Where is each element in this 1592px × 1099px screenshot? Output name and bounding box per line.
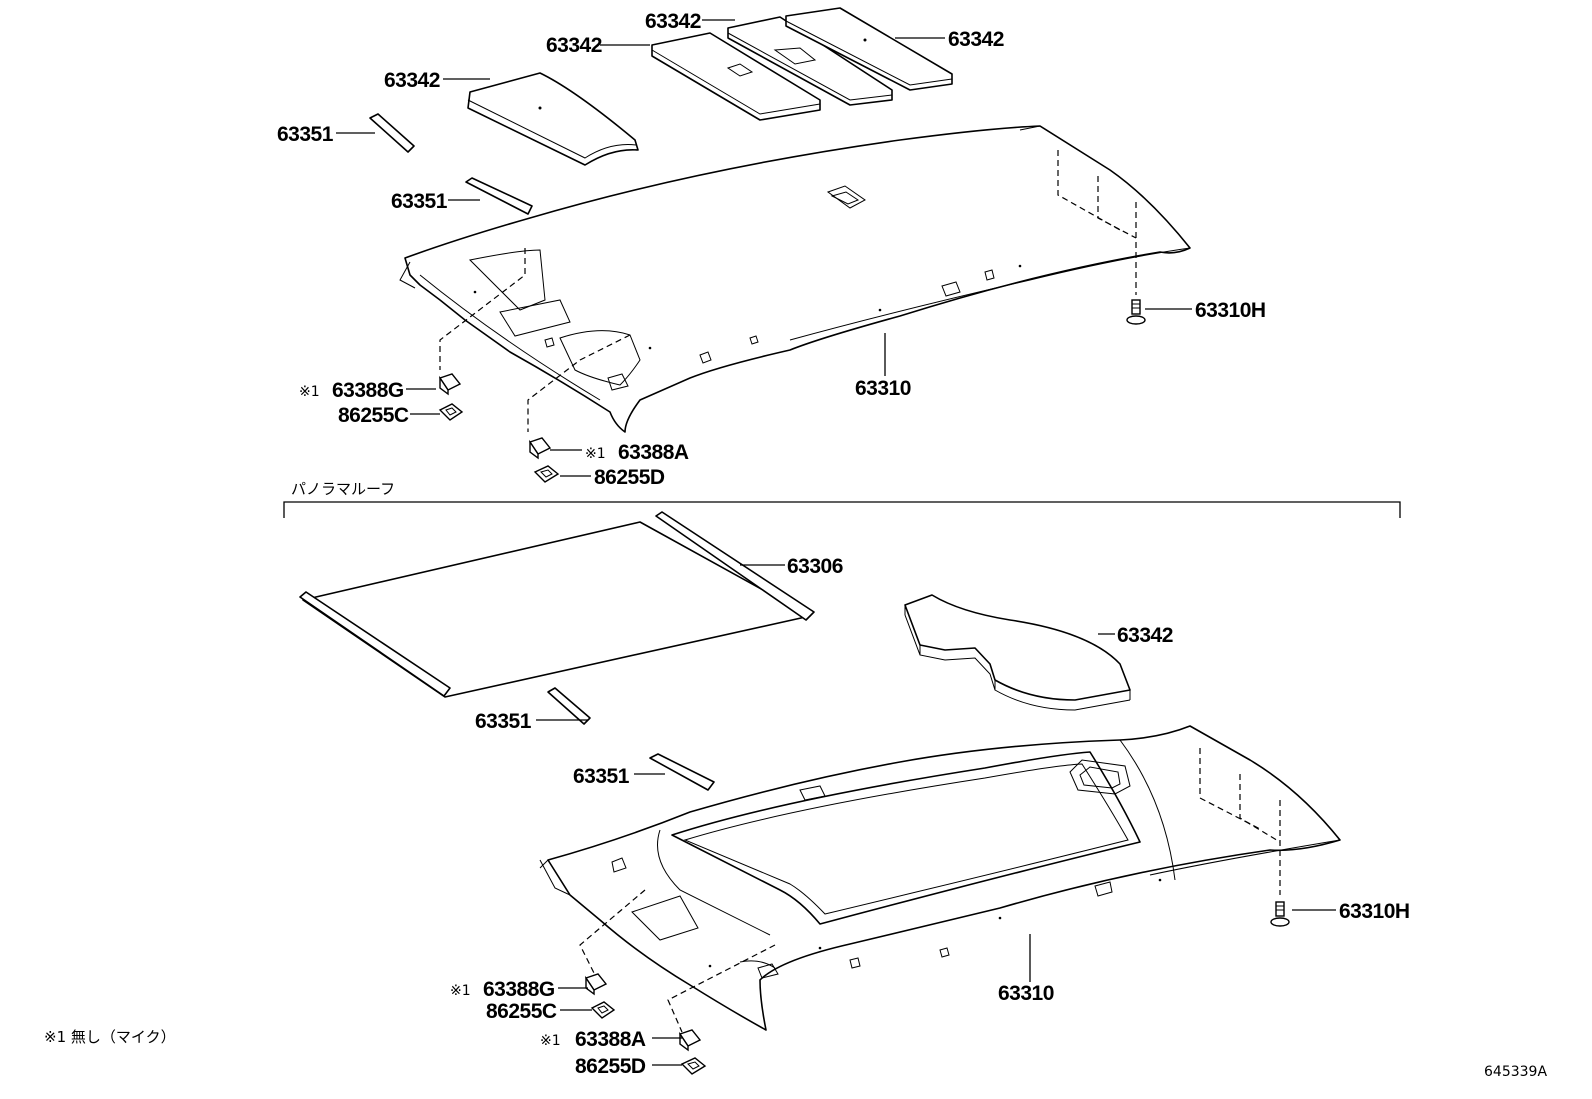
label-63351-top-upper: 63351: [277, 123, 334, 146]
pad-63342-rear-left: [467, 72, 639, 166]
strip-63351-lower: [465, 177, 533, 215]
clip-86255D-top: [533, 465, 560, 483]
label-86255C-bottom: 86255C: [486, 1000, 557, 1023]
strip-63351-upper: [369, 113, 415, 153]
strip-63351-bottom-upper: [547, 687, 591, 725]
bottom-assembly: 63306 63342 63351 63351 63310H 63310 ※1 …: [299, 511, 1410, 1078]
footnote: ※1 無し（マイク）: [44, 1028, 176, 1046]
pad-63342-bottom: [904, 594, 1131, 711]
label-63342-top-right: 63342: [948, 28, 1004, 51]
note-mark-63388A-bottom: ※1: [540, 1033, 561, 1049]
clip-63388A-bottom: [678, 1029, 702, 1052]
screw-63310H-top: [1126, 299, 1146, 325]
label-63351-bottom-upper: 63351: [475, 710, 532, 733]
label-63351-bottom-lower: 63351: [573, 765, 630, 788]
pad-63342-middle: [727, 16, 893, 106]
clip-63388G-top: [438, 373, 462, 396]
clip-86255C-bottom: [590, 1001, 616, 1019]
roof-shade-63306: [299, 511, 815, 698]
headliner-63310-top: [399, 125, 1191, 433]
label-63342-bottom: 63342: [1117, 624, 1173, 647]
label-63310-bottom: 63310: [998, 982, 1054, 1005]
note-mark-63388A-top: ※1: [585, 446, 606, 462]
label-63351-top-lower: 63351: [391, 190, 448, 213]
section-title: パノラマルーフ: [291, 480, 395, 498]
label-86255D-bottom: 86255D: [575, 1055, 646, 1078]
label-63388A-top: 63388A: [618, 441, 689, 464]
diagram-id: 645339A: [1484, 1064, 1547, 1080]
clip-86255C-top: [438, 403, 464, 421]
label-86255D-top: 86255D: [594, 466, 665, 489]
label-63306: 63306: [787, 555, 843, 578]
pad-63342-center: [651, 32, 821, 121]
label-63342-top-rear: 63342: [384, 69, 440, 92]
pad-63342-front: [785, 7, 953, 91]
label-63388G-bottom: 63388G: [483, 978, 555, 1001]
label-63310H-bottom: 63310H: [1339, 900, 1410, 923]
screw-63310H-bottom: [1270, 901, 1290, 927]
top-assembly: 63342 63342 63342 63342 63351 63351 6331…: [277, 7, 1266, 489]
strip-63351-bottom-lower: [649, 753, 715, 791]
panorama-roof-section: パノラマルーフ: [283, 480, 1401, 518]
label-63388A-bottom: 63388A: [575, 1028, 646, 1051]
label-86255C-top: 86255C: [338, 404, 409, 427]
note-mark-63388G-top: ※1: [299, 384, 320, 400]
label-63342-top-left: 63342: [546, 34, 602, 57]
label-63388G-top: 63388G: [332, 379, 404, 402]
clip-86255D-bottom: [680, 1057, 707, 1075]
label-63310-top: 63310: [855, 377, 911, 400]
clip-63388A-top: [528, 437, 552, 460]
label-63342-top-center: 63342: [645, 10, 701, 33]
note-mark-63388G-bottom: ※1: [450, 983, 471, 999]
headliner-63310-bottom: [539, 725, 1341, 1031]
clip-63388G-bottom: [584, 973, 608, 996]
label-63310H-top: 63310H: [1195, 299, 1266, 322]
